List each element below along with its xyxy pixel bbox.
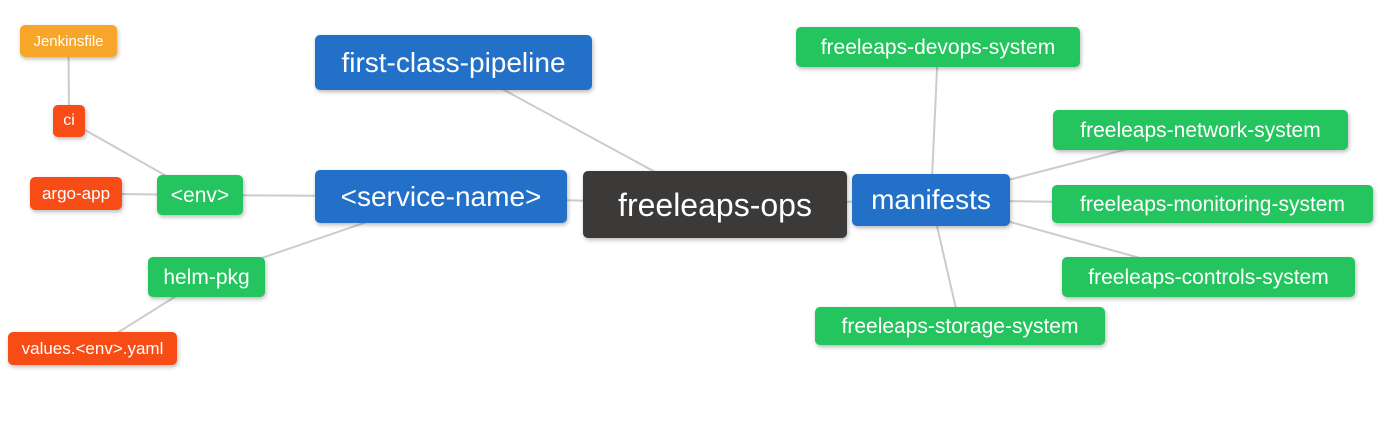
- node-jenkinsfile[interactable]: Jenkinsfile: [20, 25, 117, 57]
- node-argo-app[interactable]: argo-app: [30, 177, 122, 210]
- node-manifests[interactable]: manifests: [852, 174, 1010, 226]
- node-freeleaps-network-system[interactable]: freeleaps-network-system: [1053, 110, 1348, 150]
- node-service-name[interactable]: <service-name>: [315, 170, 567, 223]
- node-first-class-pipeline[interactable]: first-class-pipeline: [315, 35, 592, 90]
- node-ci[interactable]: ci: [53, 105, 85, 137]
- node-freeleaps-controls-system[interactable]: freeleaps-controls-system: [1062, 257, 1355, 297]
- node-values-env-yaml[interactable]: values.<env>.yaml: [8, 332, 177, 365]
- node-freeleaps-monitoring-system[interactable]: freeleaps-monitoring-system: [1052, 185, 1373, 223]
- node-freeleaps-ops-root[interactable]: freeleaps-ops: [583, 171, 847, 238]
- node-env[interactable]: <env>: [157, 175, 243, 215]
- node-helm-pkg[interactable]: helm-pkg: [148, 257, 265, 297]
- node-freeleaps-devops-system[interactable]: freeleaps-devops-system: [796, 27, 1080, 67]
- node-freeleaps-storage-system[interactable]: freeleaps-storage-system: [815, 307, 1105, 345]
